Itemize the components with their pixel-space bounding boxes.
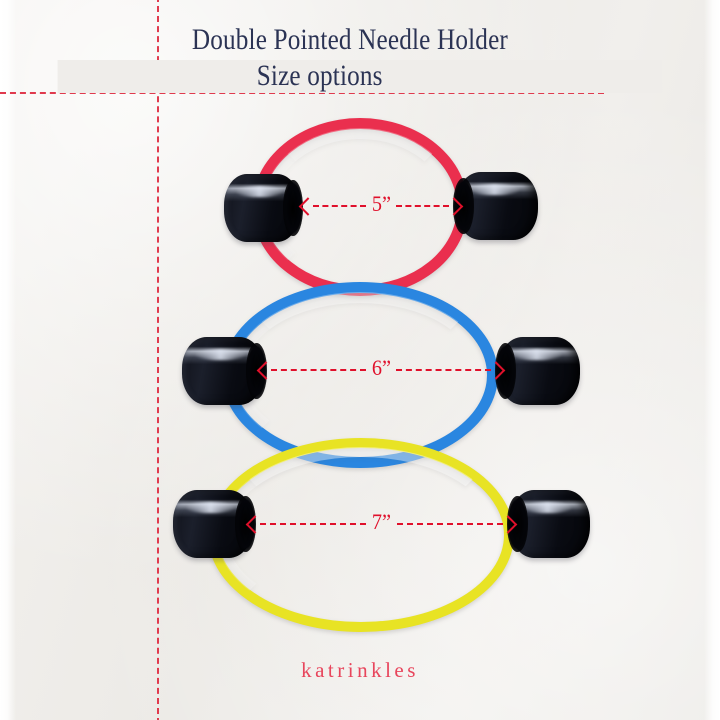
- cap-socket-opening: [494, 343, 517, 399]
- title-line-secondary: Size options: [57, 59, 663, 93]
- cap-gloss-highlight: [236, 185, 284, 198]
- cap-socket-opening: [283, 180, 304, 236]
- cap-gloss-highlight: [511, 348, 562, 361]
- end-cap-left-blue: [182, 337, 268, 405]
- end-cap-left-yellow: [173, 490, 257, 558]
- cap-gloss-highlight: [195, 348, 246, 361]
- end-cap-right-blue: [494, 337, 580, 405]
- title-line-primary: Double Pointed Needle Holder: [191, 23, 508, 56]
- cap-socket-opening: [235, 496, 257, 552]
- guide-line-horizontal: [0, 92, 604, 94]
- paper-edge-right: [704, 0, 720, 720]
- cap-socket-opening: [245, 343, 268, 399]
- cap-socket-opening: [452, 178, 475, 234]
- page-title: Double Pointed Needle Holder Size option…: [0, 23, 720, 93]
- paper-edge-left: [0, 0, 16, 720]
- cap-socket-opening: [506, 496, 528, 552]
- end-cap-right-yellow: [506, 490, 590, 558]
- cap-gloss-highlight: [469, 183, 520, 196]
- cap-gloss-highlight: [185, 501, 236, 514]
- brand-wordmark: katrinkles: [301, 658, 419, 682]
- guide-line-vertical: [157, 0, 159, 720]
- cap-gloss-highlight: [522, 501, 573, 514]
- end-cap-left-red: [224, 174, 304, 242]
- end-cap-right-red: [452, 172, 538, 240]
